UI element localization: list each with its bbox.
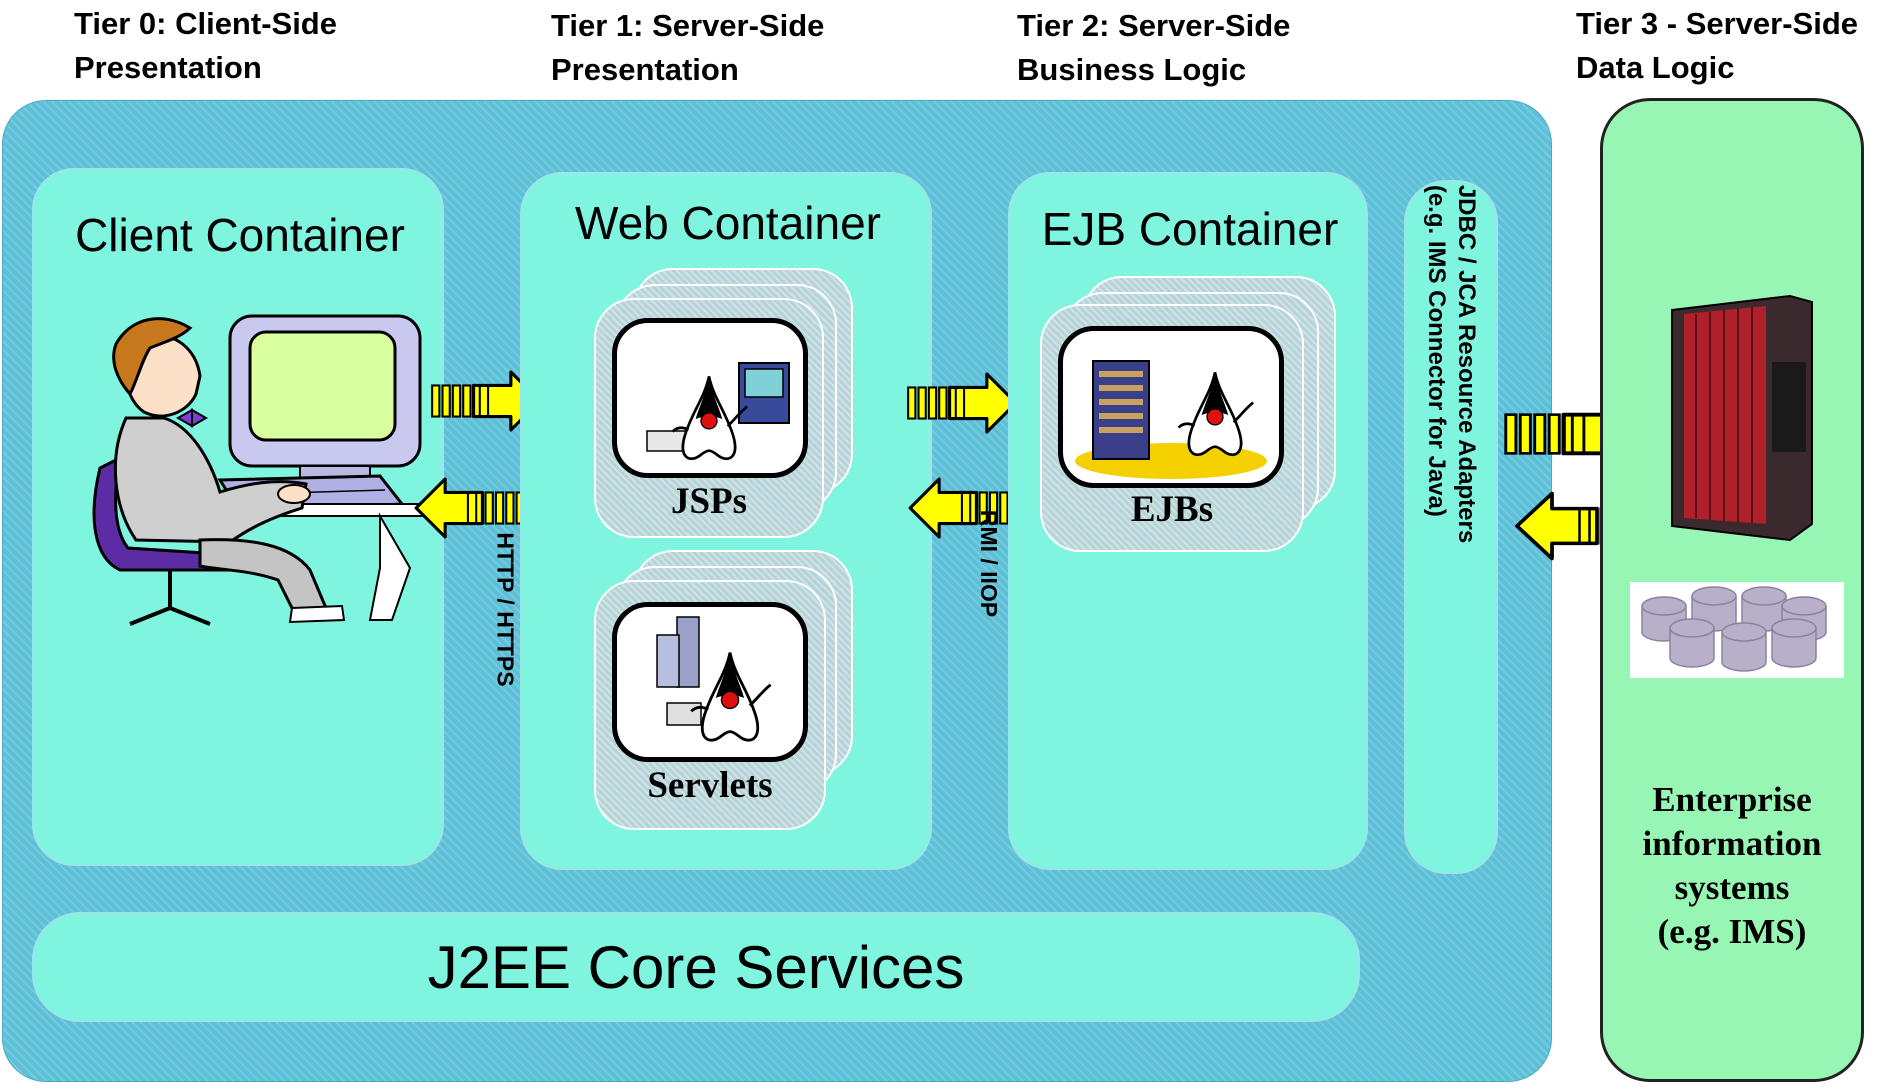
j2ee-core-services: J2EE Core Services bbox=[32, 912, 1360, 1022]
tier-1-heading: Tier 1: Server-Side Presentation bbox=[551, 8, 825, 87]
servlets-label: Servlets bbox=[647, 765, 773, 806]
mainframe-icon bbox=[1671, 294, 1813, 542]
client-container-title: Client Container bbox=[75, 209, 405, 261]
j2ee-core-services-label: J2EE Core Services bbox=[427, 933, 965, 1001]
http-https-label: HTTP / HTTPS bbox=[492, 531, 519, 687]
ejb-container-title: EJB Container bbox=[1041, 203, 1339, 255]
ejbs-label: EJBs bbox=[1130, 489, 1214, 530]
tier-0-heading: Tier 0: Client-Side Presentation bbox=[74, 6, 337, 85]
http-response-arrow bbox=[412, 475, 528, 541]
tier-3-heading: Tier 3 - Server-Side Data Logic bbox=[1576, 6, 1859, 85]
server-rack-icon bbox=[1075, 360, 1267, 479]
jsps-label: JSPs bbox=[670, 481, 748, 522]
ejb-icon-card bbox=[1058, 326, 1284, 488]
rmi-iiop-label: RMI / IIOP bbox=[976, 509, 1003, 617]
jsp-icon-card bbox=[612, 318, 808, 478]
eis-label: Enterprise information systems (e.g. IMS… bbox=[1642, 780, 1822, 951]
rmi-request-arrow bbox=[904, 370, 1020, 436]
resource-adapters-strip bbox=[1404, 180, 1498, 874]
tier-2-heading: Tier 2: Server-Side Business Logic bbox=[1017, 8, 1291, 87]
jdbc-jca-adapters-label: JDBC / JCA Resource Adapters (e.g. IMS C… bbox=[1422, 184, 1480, 544]
duke-mascot-icon bbox=[656, 616, 773, 742]
user-at-computer-icon bbox=[92, 314, 431, 626]
rmi-response-arrow bbox=[906, 475, 1022, 541]
database-disks-icon bbox=[1630, 582, 1844, 678]
duke-mascot-icon bbox=[646, 362, 790, 461]
web-container-title: Web Container bbox=[575, 197, 881, 249]
servlet-icon-card bbox=[612, 602, 808, 762]
